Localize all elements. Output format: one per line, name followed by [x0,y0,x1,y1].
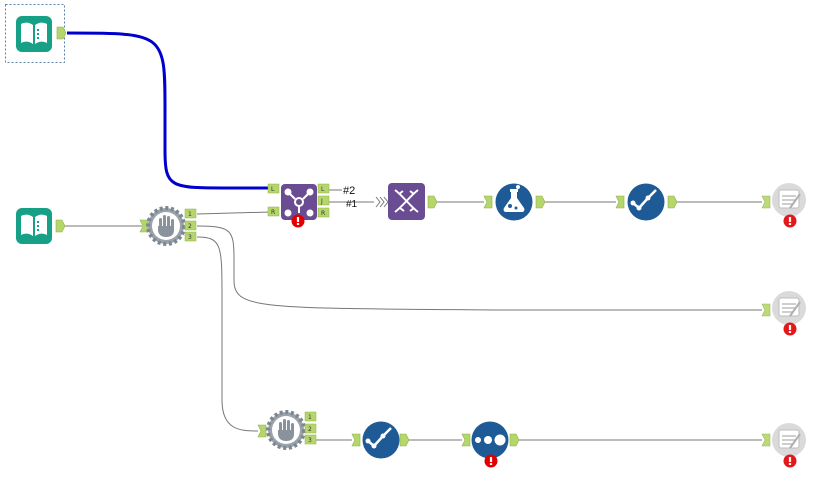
dna-icon [394,189,419,213]
output-anchor[interactable] [427,195,438,209]
wire-arrow [375,196,389,208]
svg-text:1: 1 [188,211,192,218]
input-anchor[interactable] [761,303,771,317]
report-icon [778,429,801,449]
hand-icon [278,419,294,441]
output-anchors[interactable]: 1 2 3 [184,208,197,242]
svg-text:R: R [321,210,325,217]
tool-join[interactable]: L R L J R [267,183,330,228]
dots-icon [475,434,506,446]
output-anchor[interactable] [667,195,678,209]
error-icon [484,454,498,468]
error-icon [291,214,305,228]
output-anchor[interactable] [399,433,410,447]
wire-sample1-output2[interactable] [196,225,762,311]
svg-text:3: 3 [188,234,192,241]
error-icon [783,322,797,336]
svg-text:R: R [271,209,275,216]
output-anchor[interactable] [535,195,546,209]
output-anchor[interactable] [56,26,67,40]
report-icon [778,297,801,317]
output-anchor[interactable] [509,433,520,447]
tool-dna[interactable] [388,183,438,220]
check-dots-icon [630,189,657,211]
wire-label-1: #1 [346,199,358,210]
input-anchor[interactable] [257,424,267,438]
output-anchors[interactable]: 1 2 3 [304,411,317,445]
error-icon [783,214,797,228]
input-anchor[interactable] [615,195,625,209]
input-anchor-left[interactable] [267,183,280,194]
tool-input-2[interactable] [16,208,66,244]
wire-input1-join[interactable] [66,31,270,190]
tool-score-1[interactable] [615,183,678,221]
tool-sample-1[interactable]: 1 2 3 [139,206,197,246]
tool-output-2[interactable] [761,291,806,336]
svg-text:L: L [271,186,275,193]
svg-text:2: 2 [308,426,312,433]
svg-text:L: L [321,186,325,193]
flask-icon [503,182,525,212]
svg-text:J: J [320,198,323,205]
connections [64,31,762,441]
input-anchor[interactable] [461,433,471,447]
tool-sample-2[interactable]: 1 2 3 [257,410,317,450]
check-dots-icon [365,427,392,449]
wire-sample1-join[interactable] [196,211,271,215]
tool-flask[interactable] [483,182,546,221]
svg-text:1: 1 [308,414,312,421]
tool-dots[interactable] [461,421,520,468]
report-icon [778,189,801,209]
error-icon [783,454,797,468]
input-anchor[interactable] [761,433,771,447]
input-anchor-right[interactable] [267,206,280,217]
svg-text:2: 2 [188,223,192,230]
wire-sample1-sample2[interactable] [196,236,259,432]
svg-text:3: 3 [308,437,312,444]
output-anchor[interactable] [55,219,66,233]
tool-output-3[interactable] [761,423,806,468]
input-anchor[interactable] [351,433,361,447]
join-icon [284,188,314,217]
input-anchor[interactable] [761,195,771,209]
book-icon [21,214,47,236]
tool-input-1[interactable] [5,4,67,63]
tool-output-1[interactable] [761,183,806,228]
wire-label-2: #2 [343,185,355,197]
output-anchors[interactable]: L J R [317,183,330,218]
hand-icon [158,215,174,237]
book-icon [21,22,47,44]
tool-score-2[interactable] [351,421,410,459]
input-anchor[interactable] [483,195,493,209]
